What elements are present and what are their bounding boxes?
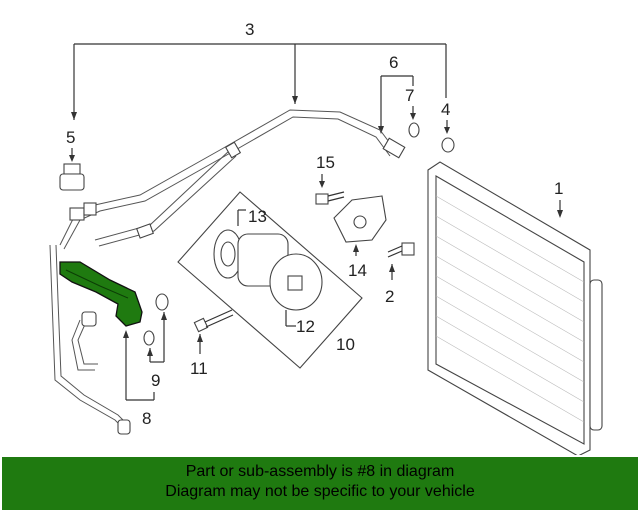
compressor	[213, 229, 323, 311]
condenser	[427, 161, 603, 455]
callout-6[interactable]: 6	[389, 53, 398, 72]
part-info-banner: Part or sub-assembly is #8 in diagram Di…	[2, 457, 638, 510]
callout-12[interactable]: 12	[296, 317, 315, 336]
o-ring-7	[408, 122, 420, 138]
bracket-14	[333, 195, 387, 243]
parts-diagram: 3 5 6 7 4	[49, 20, 603, 455]
callout-13[interactable]: 13	[248, 207, 267, 226]
callout-1[interactable]: 1	[554, 179, 563, 198]
callout-7[interactable]: 7	[405, 86, 414, 105]
callout-3-bracket	[71, 43, 447, 120]
bolt-11	[193, 309, 234, 333]
banner-line-disclaimer: Diagram may not be specific to your vehi…	[165, 483, 475, 500]
callout-14[interactable]: 14	[348, 261, 367, 280]
callout-8[interactable]: 8	[142, 409, 151, 428]
callout-2[interactable]: 2	[385, 287, 394, 306]
banner-line-part: Part or sub-assembly is #8 in diagram	[185, 463, 455, 480]
ac-lines	[49, 109, 406, 435]
bolt-2	[387, 242, 415, 258]
callout-3[interactable]: 3	[245, 20, 254, 39]
callout-11[interactable]: 11	[190, 359, 208, 378]
callout-9[interactable]: 9	[151, 371, 160, 390]
highlighted-part-8[interactable]	[59, 261, 143, 327]
pressure-sensor	[59, 163, 85, 191]
callout-5[interactable]: 5	[66, 128, 75, 147]
o-ring-9a	[155, 293, 169, 311]
callout-4[interactable]: 4	[441, 100, 450, 119]
o-ring-9b	[143, 330, 155, 346]
callout-15[interactable]: 15	[316, 153, 335, 172]
o-ring-4	[441, 137, 455, 153]
callout-10[interactable]: 10	[336, 335, 355, 354]
bolt-15	[315, 191, 345, 205]
